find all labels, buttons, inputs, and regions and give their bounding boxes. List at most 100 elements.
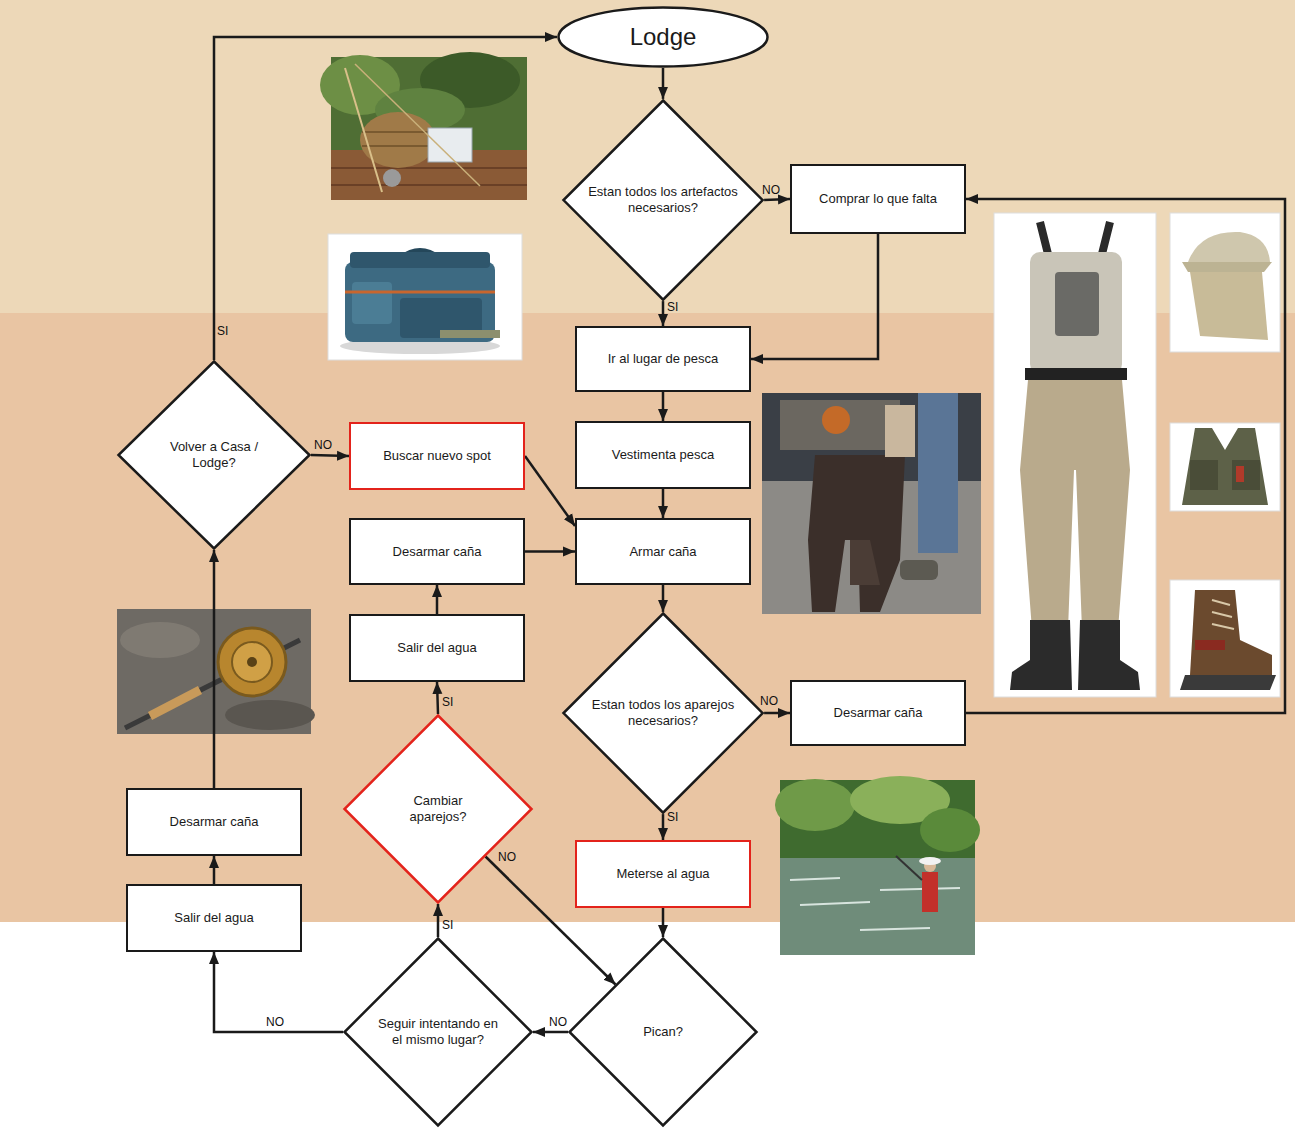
gear-photo <box>320 52 527 200</box>
hat-crown <box>1188 232 1270 262</box>
connector <box>214 37 557 360</box>
tray <box>440 330 500 338</box>
hat-photo <box>1170 213 1280 352</box>
decision-diamond: Estan todos los artefactos necesarios? <box>562 99 764 301</box>
node-text-group: Estan todos los aparejos necesarios? <box>588 697 738 729</box>
wader <box>808 455 905 612</box>
node-text-group: Meterse al agua <box>616 866 709 882</box>
connector <box>662 301 665 326</box>
connector <box>662 68 665 99</box>
connector <box>525 550 575 553</box>
process-box: Salir del agua <box>349 614 525 682</box>
water <box>780 858 975 955</box>
node-label: Pican? <box>643 1024 683 1040</box>
connector <box>213 550 216 788</box>
edge-label: NO <box>314 438 332 452</box>
decision-diamond: Seguir intentando en el mismo lugar? <box>343 937 533 1127</box>
tool <box>1236 466 1244 482</box>
foot <box>1010 620 1072 690</box>
process-box: Armar caña <box>575 518 751 585</box>
node-text-group: Seguir intentando en el mismo lugar? <box>378 1016 498 1048</box>
plank-line <box>331 184 527 186</box>
connector <box>764 199 790 200</box>
process-box: Comprar lo que falta <box>790 164 966 234</box>
node-label: Vestimenta pesca <box>612 447 715 463</box>
connector <box>966 199 1285 713</box>
ball <box>822 406 850 434</box>
diamond-outline <box>345 939 532 1126</box>
node-label: Armar caña <box>629 544 696 560</box>
foliage <box>920 808 980 852</box>
boots-photo <box>1170 580 1280 697</box>
photo-ground <box>994 213 1156 697</box>
foliage <box>775 779 855 831</box>
plank-line <box>331 167 527 169</box>
rod <box>355 64 480 186</box>
arm <box>885 405 915 457</box>
process-box: Desarmar caña <box>126 788 302 856</box>
reel-photo <box>117 609 315 734</box>
edge-label: NO <box>762 183 780 197</box>
diamond-outline <box>563 100 762 299</box>
connector <box>764 712 790 715</box>
edge-label: SI <box>217 324 228 338</box>
node-label: Ir al lugar de pesca <box>608 351 719 367</box>
node-label: Salir del agua <box>397 640 477 656</box>
process-box: Vestimenta pesca <box>575 421 751 489</box>
node-label: Lodge <box>630 22 697 52</box>
trunk-inside <box>780 400 900 450</box>
river-photo <box>775 776 980 955</box>
decision-diamond: Volver a Casa / Lodge? <box>117 360 311 550</box>
vest-photo <box>1170 423 1280 511</box>
node-label: Estan todos los artefactos necesarios? <box>588 184 738 216</box>
edge-label: SI <box>442 695 453 709</box>
middle-band <box>0 313 1295 922</box>
trim <box>345 291 495 294</box>
diamond-outline <box>563 613 762 812</box>
rod <box>896 856 922 880</box>
rock-texture <box>225 700 315 730</box>
decision-diamond: Cambiar aparejos? <box>343 714 533 904</box>
side-pocket <box>352 282 392 324</box>
node-text-group: Lodge <box>630 22 697 52</box>
shoe <box>900 560 938 580</box>
node-text-group: Pican? <box>643 1024 683 1040</box>
connector <box>662 908 665 937</box>
edge-label: SI <box>442 918 453 932</box>
connector <box>662 489 665 518</box>
node-text-group: Ir al lugar de pesca <box>608 351 719 367</box>
connector <box>533 1031 568 1034</box>
node-text-group: Comprar lo que falta <box>819 191 937 207</box>
photo-ground <box>762 393 981 614</box>
node-label: Seguir intentando en el mismo lugar? <box>378 1016 498 1048</box>
node-text-group: Estan todos los artefactos necesarios? <box>588 184 738 216</box>
node-label: Cambiar aparejos? <box>393 793 483 825</box>
node-label: Meterse al agua <box>616 866 709 882</box>
reel-hub <box>247 657 257 667</box>
edge-label: SI <box>667 810 678 824</box>
connector <box>662 814 665 840</box>
sole <box>1180 675 1276 690</box>
diamond-outline <box>119 362 310 549</box>
diamond-outline <box>570 939 757 1126</box>
node-text-group: Armar caña <box>629 544 696 560</box>
node-label: Salir del agua <box>174 910 254 926</box>
process-box: Salir del agua <box>126 884 302 952</box>
waders-photo <box>762 393 981 614</box>
node-label: Comprar lo que falta <box>819 191 937 207</box>
photo-ground <box>1170 213 1280 352</box>
connector <box>213 856 216 884</box>
node-label: Buscar nuevo spot <box>383 448 491 464</box>
edge-label: NO <box>549 1015 567 1029</box>
angler-vest <box>922 872 938 912</box>
diamond-outline <box>345 716 532 903</box>
node-text-group: Vestimenta pesca <box>612 447 715 463</box>
boot-band <box>1195 640 1225 650</box>
node-text-group: Desarmar caña <box>170 814 259 830</box>
node-text-group: Buscar nuevo spot <box>383 448 491 464</box>
angler-hat <box>919 857 941 865</box>
rod <box>345 68 382 192</box>
node-label: Desarmar caña <box>170 814 259 830</box>
edge-label: NO <box>498 850 516 864</box>
